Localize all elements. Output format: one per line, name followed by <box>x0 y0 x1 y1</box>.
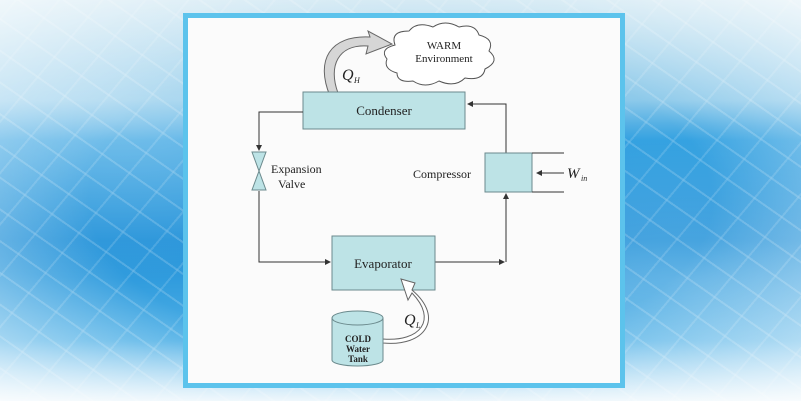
q-l-label: Q <box>404 312 416 329</box>
w-in-label: W <box>567 166 581 182</box>
warm-label-line2: Environment <box>415 53 472 65</box>
q-h-label: Q <box>342 67 354 84</box>
expansion-valve-symbol <box>251 151 267 191</box>
condenser-box <box>302 91 466 130</box>
compressor-label: Compressor <box>413 167 471 181</box>
w-in-subscript: in <box>581 174 587 183</box>
warm-environment-cloud: WARM Environment <box>383 22 495 86</box>
condenser-label: Condenser <box>356 103 412 118</box>
valve-label-line2: Valve <box>278 177 305 191</box>
compressor-box <box>484 152 533 193</box>
tank-label-line1: COLD <box>345 334 372 344</box>
heat-rejection-arrow <box>323 29 394 97</box>
valve-to-evaporator-line <box>258 191 331 265</box>
cold-water-tank: COLD Water Tank <box>331 310 384 367</box>
compressor-shaft-lines <box>532 152 564 193</box>
evaporator-box <box>331 235 436 291</box>
valve-label-line1: Expansion <box>271 162 322 176</box>
q-l-subscript: L <box>415 321 421 330</box>
tank-label-line2: Water <box>346 344 370 354</box>
warm-label-line1: WARM <box>427 40 461 52</box>
compressor-to-condenser-line <box>467 101 507 153</box>
heat-absorption-arrow <box>382 278 429 344</box>
condenser-to-valve-line <box>256 111 303 151</box>
q-h-subscript: H <box>353 76 361 85</box>
tank-label-line3: Tank <box>348 354 368 364</box>
evaporator-label: Evaporator <box>354 256 412 271</box>
